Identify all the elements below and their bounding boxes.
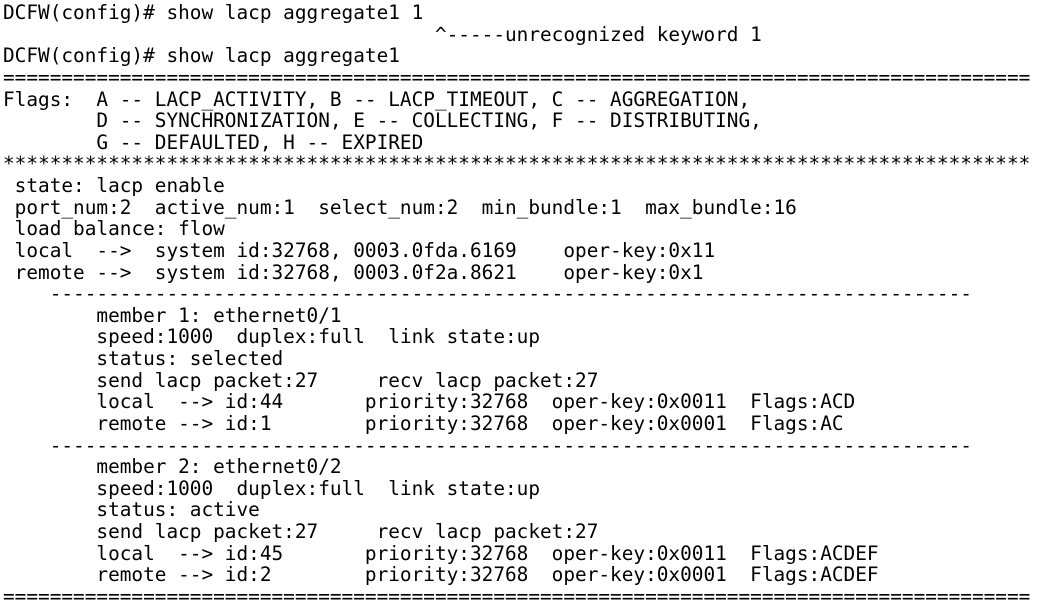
terminal-line: status: active bbox=[3, 498, 260, 522]
terminal-line: local --> system id:32768, 0003.0fda.616… bbox=[3, 238, 716, 262]
terminal-line: local --> id:45 priority:32768 oper-key:… bbox=[3, 541, 879, 565]
terminal-line: remote --> id:2 priority:32768 oper-key:… bbox=[3, 563, 879, 587]
terminal-line: send lacp packet:27 recv lacp packet:27 bbox=[3, 520, 599, 543]
terminal-line: load balance: flow bbox=[3, 217, 225, 241]
terminal-line: ----------------------------------------… bbox=[3, 433, 972, 457]
terminal-line: ----------------------------------------… bbox=[3, 282, 972, 306]
terminal-line: send lacp packet:27 recv lacp packet:27 bbox=[3, 368, 599, 392]
terminal-line: member 1: ethernet0/1 bbox=[3, 303, 342, 327]
terminal-line: ^-----unrecognized keyword 1 bbox=[3, 22, 762, 46]
terminal-line: speed:1000 duplex:full link state:up bbox=[3, 325, 541, 349]
terminal-line: Flags: A -- LACP_ACTIVITY, B -- LACP_TIM… bbox=[3, 87, 751, 111]
terminal-line: state: lacp enable bbox=[3, 174, 225, 197]
terminal-line: DCFW(config)# show lacp aggregate1 1 bbox=[3, 1, 424, 24]
terminal-line: remote --> id:1 priority:32768 oper-key:… bbox=[3, 411, 844, 435]
terminal-line: remote --> system id:32768, 0003.0f2a.86… bbox=[3, 260, 704, 284]
terminal-line: ========================================… bbox=[3, 584, 1031, 608]
terminal-line: DCFW(config)# show lacp aggregate1 bbox=[3, 44, 400, 68]
terminal-line: member 2: ethernet0/2 bbox=[3, 455, 342, 479]
terminal-line: ****************************************… bbox=[3, 152, 1031, 176]
terminal-line: G -- DEFAULTED, H -- EXPIRED bbox=[3, 130, 424, 154]
terminal-line: ========================================… bbox=[3, 65, 1031, 89]
terminal-line: local --> id:44 priority:32768 oper-key:… bbox=[3, 390, 856, 414]
terminal-line: port_num:2 active_num:1 select_num:2 min… bbox=[3, 195, 797, 219]
terminal-line: speed:1000 duplex:full link state:up bbox=[3, 476, 541, 500]
terminal-line: status: selected bbox=[3, 347, 284, 370]
terminal-line: D -- SYNCHRONIZATION, E -- COLLECTING, F… bbox=[3, 109, 762, 133]
